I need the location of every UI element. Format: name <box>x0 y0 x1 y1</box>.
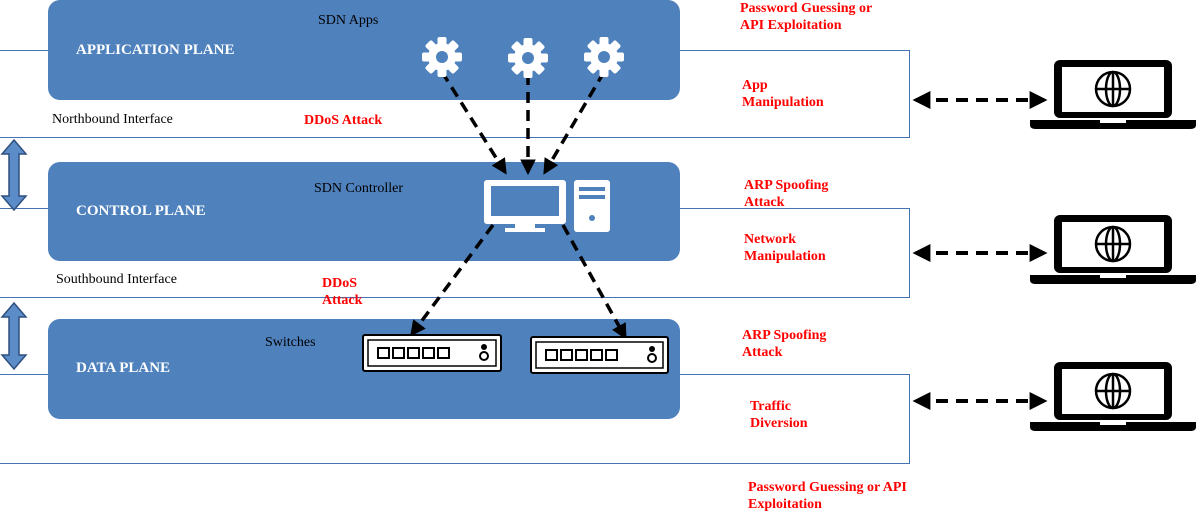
arp2-line2: Attack <box>742 345 783 360</box>
application-plane <box>48 0 680 100</box>
traffic-line1: Traffic <box>750 399 791 414</box>
controller-to-switch-arrows <box>410 223 627 340</box>
ddos-southbound-line1: DDoS <box>322 276 358 291</box>
gear-icon <box>508 38 548 78</box>
sdn-controller-label: SDN Controller <box>314 181 404 196</box>
network-switch-icon <box>362 334 502 372</box>
ddos-attack-northbound: DDoS Attack <box>304 113 383 128</box>
data-plane-title: DATA PLANE <box>76 360 171 376</box>
traffic-line2: Diversion <box>750 416 808 431</box>
app-manipulation: App Manipulation <box>742 77 824 111</box>
arp2-line1: ARP Spoofing <box>742 328 827 343</box>
southbound-double-arrow <box>0 301 28 371</box>
traffic-diversion: Traffic Diversion <box>750 398 808 432</box>
arp1-line2: Attack <box>744 195 785 210</box>
application-plane-title: APPLICATION PLANE <box>76 42 235 58</box>
password-bottom-line1: Password Guessing or API <box>748 480 907 495</box>
ddos-attack-southbound: DDoS Attack <box>322 275 362 309</box>
app-manip-line2: Manipulation <box>742 95 824 110</box>
net-manip-line2: Manipulation <box>744 249 826 264</box>
network-manipulation: Network Manipulation <box>744 231 826 265</box>
ddos-southbound-line2: Attack <box>322 293 363 308</box>
password-bottom-line2: Exploitation <box>748 497 822 512</box>
gear-icon <box>584 37 624 77</box>
app-manip-line1: App <box>742 78 768 93</box>
southbound-interface-label: Southbound Interface <box>56 272 177 287</box>
laptop-globe-icon <box>1030 362 1196 431</box>
network-switch-icon <box>530 336 669 374</box>
gear-icon <box>422 37 462 77</box>
northbound-double-arrow <box>0 138 28 212</box>
northbound-interface-label: Northbound Interface <box>52 112 173 127</box>
net-manip-line1: Network <box>744 232 797 247</box>
arp1-line1: ARP Spoofing <box>744 178 829 193</box>
laptop-globe-icon <box>1030 60 1196 129</box>
laptop-link-arrows <box>912 91 1048 410</box>
sdn-apps-label: SDN Apps <box>318 13 379 28</box>
arp-spoofing-data: ARP Spoofing Attack <box>742 327 826 361</box>
desktop-computer-icon <box>484 180 610 232</box>
password-guessing-top: Password Guessing or API Exploitation <box>740 0 872 34</box>
app-to-controller-arrows <box>440 71 606 176</box>
control-plane-title: CONTROL PLANE <box>76 203 206 219</box>
password-top-line2: API Exploitation <box>740 18 842 33</box>
password-guessing-bottom: Password Guessing or API Exploitation <box>748 479 907 513</box>
password-top-line1: Password Guessing or <box>740 1 873 16</box>
switches-label: Switches <box>265 335 316 350</box>
laptop-globe-icon <box>1030 215 1196 284</box>
arp-spoofing-control: ARP Spoofing Attack <box>744 177 828 211</box>
